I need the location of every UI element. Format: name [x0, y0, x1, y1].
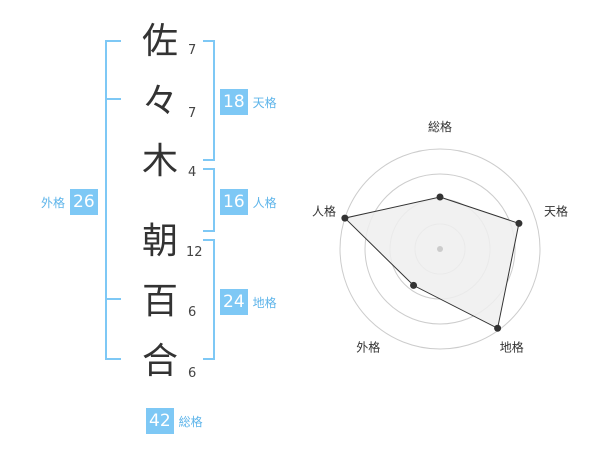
gaikaku-label: 外格	[41, 195, 66, 210]
gaikaku-badge: 外格 26	[41, 189, 98, 215]
soukaku-label: 総格	[178, 414, 203, 429]
radar-axis-label-1: 総格	[428, 119, 452, 134]
tenkaku-value: 18	[220, 89, 248, 115]
stroke-count-4: 12	[186, 245, 203, 260]
radar-point-5	[341, 214, 349, 222]
soukaku-value: 42	[146, 408, 174, 434]
radar-axis-label-4: 外格	[356, 340, 380, 355]
radar-point-4	[410, 281, 418, 289]
radar-axis-label-3: 地格	[500, 340, 524, 355]
name-char-6: 合	[141, 341, 178, 382]
stroke-count-6: 6	[188, 366, 197, 381]
radar-point-1	[436, 193, 444, 201]
chikaku-badge: 24 地格	[220, 289, 277, 315]
jinkaku-value: 16	[220, 189, 248, 215]
stroke-count-1: 7	[188, 43, 197, 58]
name-char-5: 百	[141, 281, 178, 322]
radar-point-2	[515, 219, 523, 227]
jinkaku-badge: 16 人格	[220, 189, 277, 215]
chikaku-label: 地格	[252, 295, 277, 310]
soukaku-badge: 42 総格	[146, 408, 203, 434]
radar-axis-label-2: 天格	[544, 203, 568, 218]
gaikaku-value: 26	[70, 189, 98, 215]
radar-area	[343, 196, 520, 330]
stroke-count-5: 6	[188, 305, 197, 320]
stroke-count-2: 7	[188, 106, 197, 121]
tenkaku-badge: 18 天格	[220, 89, 277, 115]
tenkaku-label: 天格	[252, 95, 277, 110]
radar-center-dot	[437, 246, 443, 252]
name-char-1: 佐	[141, 21, 178, 62]
stroke-count-3: 4	[188, 165, 197, 180]
radar-ring-3	[364, 173, 516, 325]
radar-ring-4	[339, 148, 541, 350]
name-char-2: 々	[141, 81, 178, 122]
radar-point-3	[494, 324, 502, 332]
name-char-4: 朝	[141, 221, 178, 262]
name-char-3: 木	[141, 141, 178, 182]
chikaku-value: 24	[220, 289, 248, 315]
jinkaku-label: 人格	[252, 195, 277, 210]
radar-axis-label-5: 人格	[312, 203, 336, 218]
